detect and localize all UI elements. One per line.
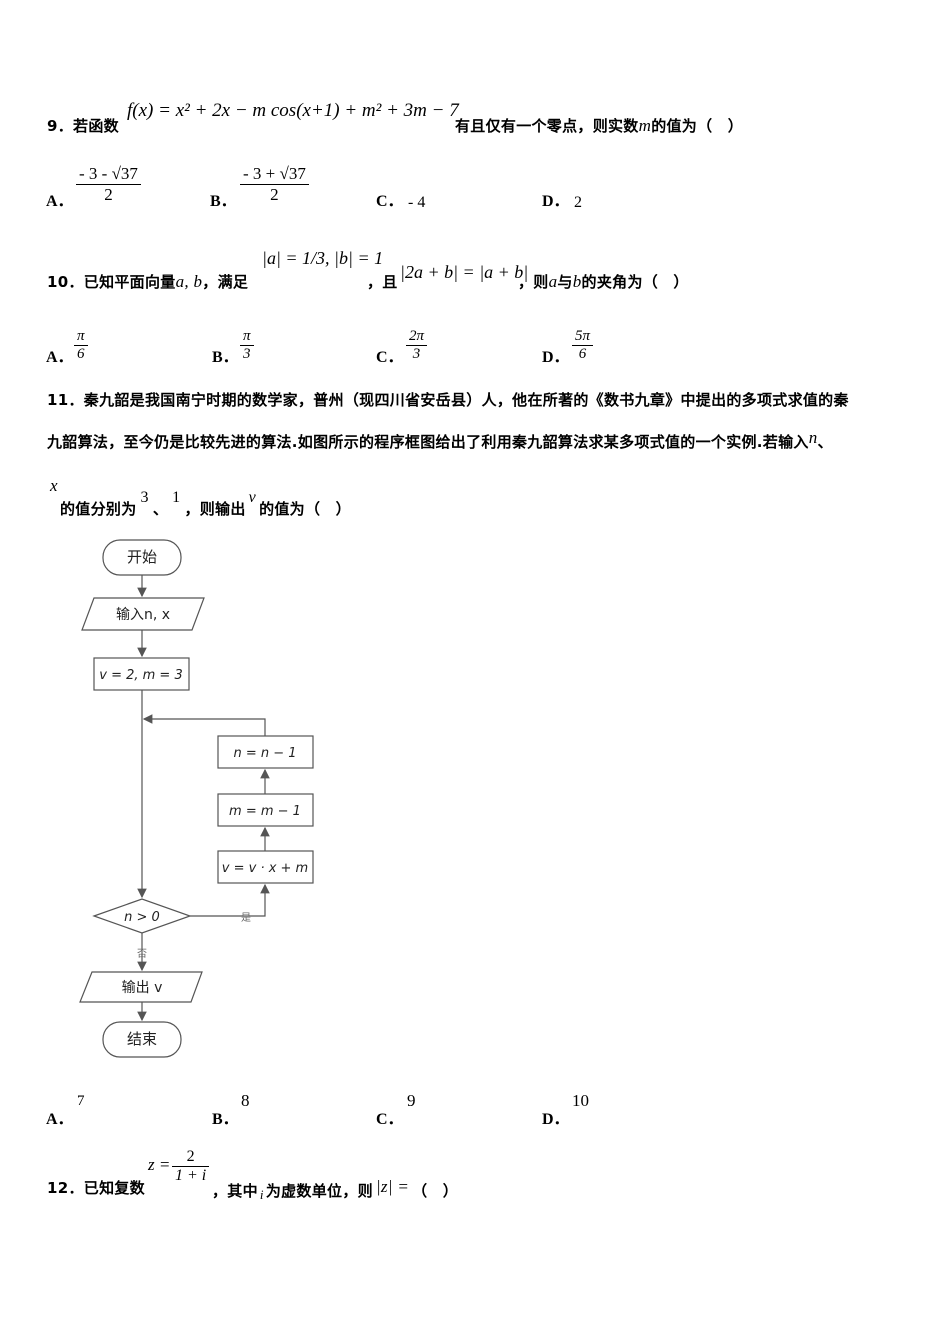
q11-flowchart: 开始 输入n, x v = 2, m = 3 n = n − 1 m = m −… bbox=[70, 530, 360, 1070]
q11-line-2: 九韶算法，至今仍是比较先进的算法.如图所示的程序框图给出了利用秦九韶算法求某多项… bbox=[47, 428, 833, 451]
q9-option-d[interactable]: 2 bbox=[574, 194, 582, 211]
q11-option-a[interactable]: 7 bbox=[77, 1093, 85, 1109]
flow-output-shape bbox=[79, 971, 203, 1003]
flow-init-text: v = 2, m = 3 bbox=[99, 668, 182, 683]
q9-number: 9． bbox=[47, 117, 74, 135]
q11-line-3: 的值分别为3、1，则输出v的值为（ ） bbox=[60, 489, 351, 518]
flow-step1-text: v = v · x + m bbox=[222, 861, 308, 876]
q9-stem: 9．若函数 bbox=[47, 115, 119, 136]
q11-option-d-label: D． bbox=[542, 1111, 570, 1128]
q9-option-d-label: D． bbox=[542, 193, 570, 210]
flow-end-text: 结束 bbox=[127, 1030, 157, 1048]
flowchart-svg: 开始 输入n, x v = 2, m = 3 n = n − 1 m = m −… bbox=[79, 539, 314, 1058]
q9-option-b-label: B． bbox=[210, 193, 237, 210]
q9-option-c[interactable]: - 4 bbox=[408, 194, 426, 211]
q12-z-lhs: z = bbox=[148, 1155, 171, 1174]
flow-input-shape bbox=[81, 597, 205, 631]
flow-step1-shape bbox=[217, 850, 314, 884]
q10-option-d-label: D． bbox=[542, 349, 570, 366]
q11-option-a-label: A． bbox=[46, 1111, 74, 1128]
flow-input-text: 输入n, x bbox=[116, 607, 170, 623]
q11-option-c-label: C． bbox=[376, 1111, 404, 1128]
q11-option-b-label: B． bbox=[212, 1111, 239, 1128]
flow-end-shape bbox=[102, 1021, 182, 1058]
q10-option-b-label: B． bbox=[212, 349, 239, 366]
q9-lead: 若函数 bbox=[73, 117, 119, 135]
q9-tail: 有且仅有一个零点，则实数m的值为（ ） bbox=[455, 116, 743, 135]
q12-stem: 12．已知复数 bbox=[47, 1179, 145, 1197]
q11-option-b[interactable]: 8 bbox=[241, 1091, 250, 1110]
flow-output-text: 输出 v bbox=[122, 980, 163, 996]
flow-yes-label: 是 bbox=[241, 912, 251, 924]
q10-and: ，且 bbox=[367, 273, 398, 291]
q10-tail: ，则a与b的夹角为（ ） bbox=[518, 272, 689, 291]
flow-decision-text: n > 0 bbox=[124, 910, 160, 925]
q11-line-1: 11．秦九韶是我国南宁时期的数学家，普州（现四川省安岳县）人，他在所著的《数书九… bbox=[47, 391, 849, 409]
flow-start-text: 开始 bbox=[127, 548, 157, 566]
q9-option-c-label: C． bbox=[376, 193, 404, 210]
q10-condition-1: |a| = 1/3, |b| = 1 bbox=[262, 248, 384, 268]
q11-var-x: x bbox=[50, 476, 58, 495]
q10-stem: 10．已知平面向量a, b，满足 bbox=[47, 272, 249, 291]
q10-condition-2: |2a + b| = |a + b| bbox=[400, 262, 529, 282]
flow-no-label: 否 bbox=[137, 948, 147, 960]
q9-option-a-label: A． bbox=[46, 193, 74, 210]
flow-step2-text: m = m − 1 bbox=[229, 804, 301, 819]
q9-formula: f(x) = x² + 2x − m cos(x+1) + m² + 3m − … bbox=[127, 100, 459, 121]
flow-step3-text: n = n − 1 bbox=[233, 746, 296, 761]
q10-option-a-label: A． bbox=[46, 349, 74, 366]
q11-option-c[interactable]: 9 bbox=[407, 1091, 416, 1110]
q10-option-c-label: C． bbox=[376, 349, 404, 366]
q11-option-d[interactable]: 10 bbox=[572, 1091, 589, 1110]
